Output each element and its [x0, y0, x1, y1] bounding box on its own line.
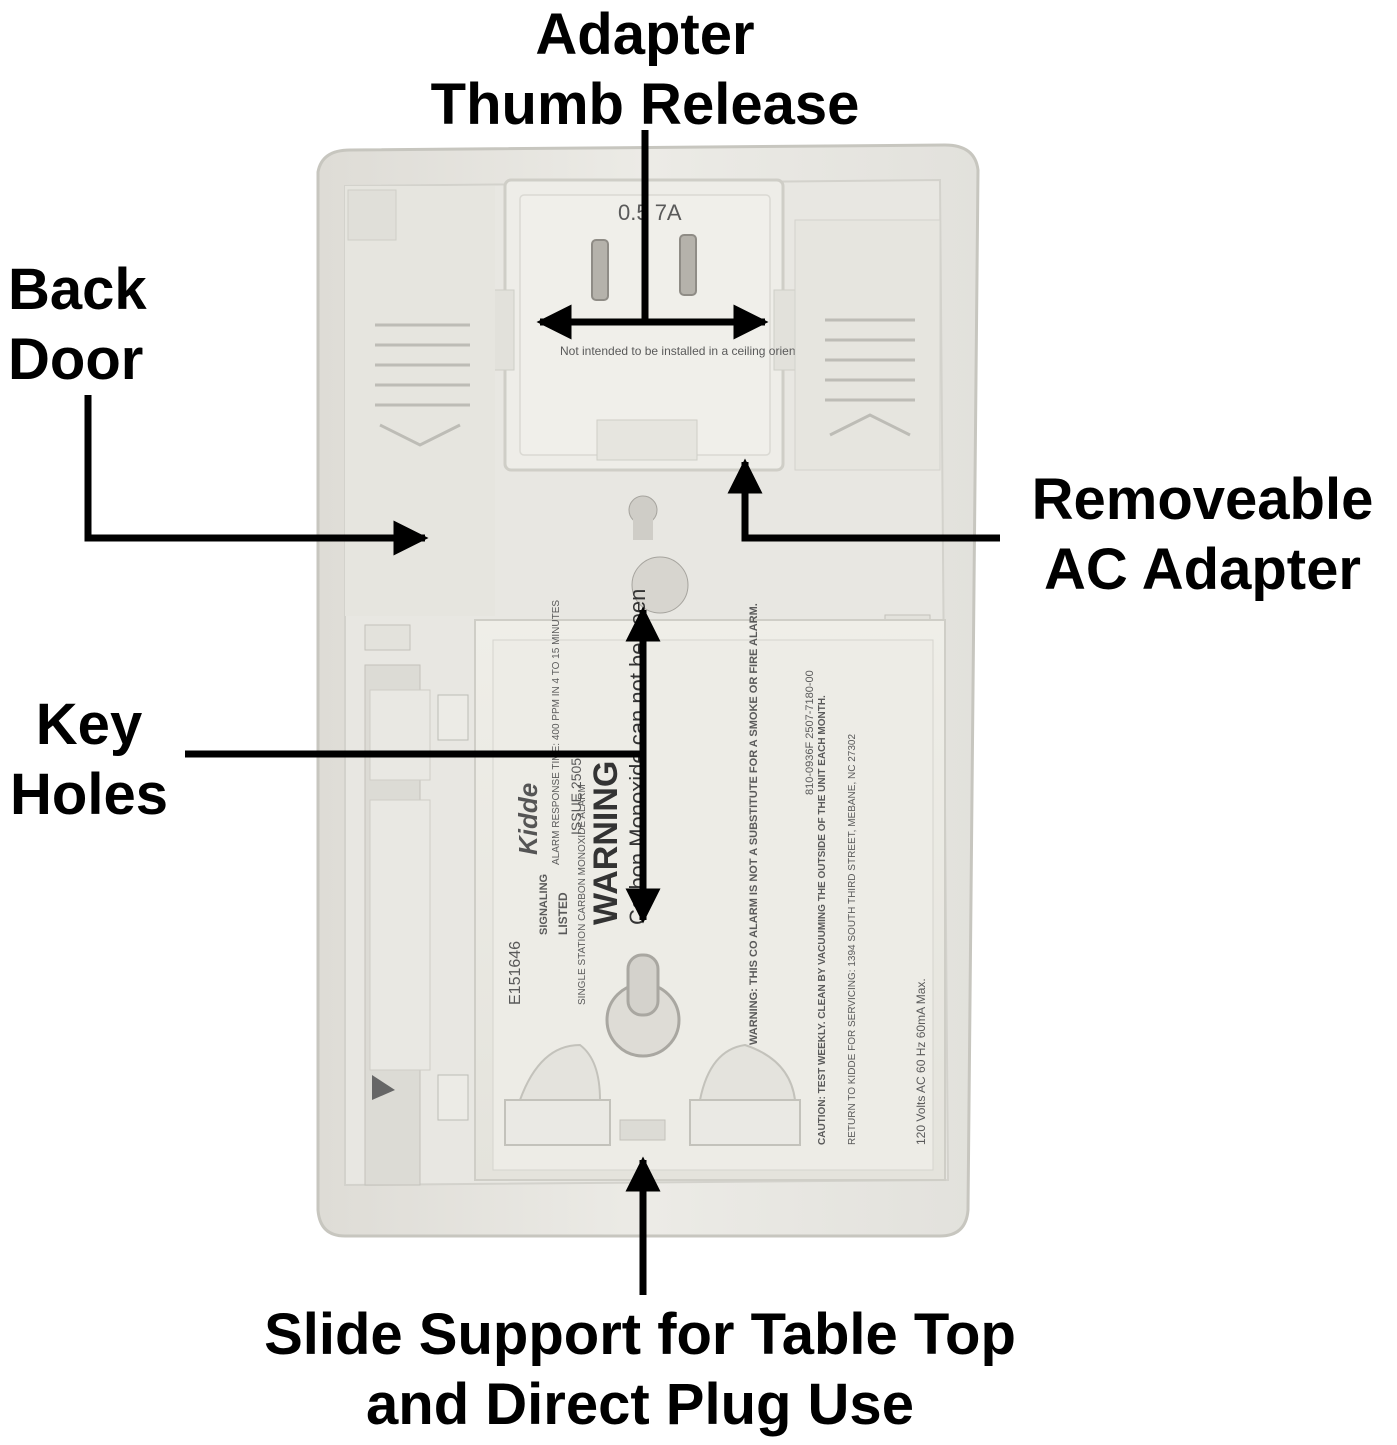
return-line-text: RETURN TO KIDDE FOR SERVICING: 1394 SOUT…	[847, 734, 858, 1145]
caution-line-text: CAUTION: TEST WEEKLY. CLEAN BY VACUUMING…	[817, 695, 828, 1145]
listed-text: LISTED	[556, 892, 570, 935]
alarm-type-text: SINGLE STATION CARBON MONOXIDE ALARM	[577, 784, 588, 1005]
callout-adapter-thumb-release: Adapter Thumb Release	[400, 0, 890, 140]
brand-logo: Kidde	[513, 783, 543, 855]
callout-line: Slide Support for Table Top	[264, 1302, 1016, 1367]
issue-text: ISSUE 2505	[568, 758, 584, 835]
ul-id-text: E151646	[507, 941, 524, 1005]
rating-text: 120 Volts AC 60 Hz 60mA Max.	[914, 978, 928, 1145]
callout-line: Door	[8, 327, 144, 392]
callout-back-door: Back Door	[8, 255, 147, 395]
alarm-response-text: ALARM RESPONSE TIME: 400 PPM IN 4 TO 15 …	[551, 600, 562, 865]
callout-key-holes: Key Holes	[0, 690, 178, 830]
callout-removeable-ac-adapter: Removeable AC Adapter	[1008, 465, 1397, 605]
warning-title: WARNING	[587, 761, 625, 925]
warning-line-text: WARNING: THIS CO ALARM IS NOT A SUBSTITU…	[748, 603, 760, 1045]
part-code-text: 810-0936F 2507-7180-00	[804, 670, 816, 795]
plug-prong-right	[679, 234, 697, 296]
arrow-back-door	[84, 395, 429, 556]
arrow-ac-adapter	[727, 458, 1000, 542]
callout-line: Key	[35, 692, 143, 757]
arrow-thumb-release	[536, 130, 769, 340]
slide-support	[504, 1043, 801, 1146]
signaling-text: SIGNALING	[538, 874, 550, 935]
plug-rating-text: 0.5 7A	[618, 200, 682, 225]
back-door-panel-left	[345, 186, 495, 616]
adapter-note-text: Not intended to be installed in a ceilin…	[560, 344, 857, 358]
callout-slide-support: Slide Support for Table Top and Direct P…	[180, 1300, 1100, 1440]
key-hole-lower	[605, 953, 681, 1058]
callout-line: Adapter	[535, 2, 755, 67]
callout-line: and Direct Plug Use	[366, 1372, 914, 1437]
back-door-panel-right	[794, 219, 941, 471]
plug-prong-left	[591, 239, 609, 301]
callout-line: Removeable	[1031, 467, 1374, 532]
callout-line: Back	[8, 257, 147, 322]
callout-line: Holes	[10, 762, 168, 827]
callout-line: Thumb Release	[430, 72, 860, 137]
callout-line: AC Adapter	[1044, 537, 1361, 602]
key-hole-upper	[628, 495, 689, 614]
arrow-key-holes	[185, 606, 661, 924]
